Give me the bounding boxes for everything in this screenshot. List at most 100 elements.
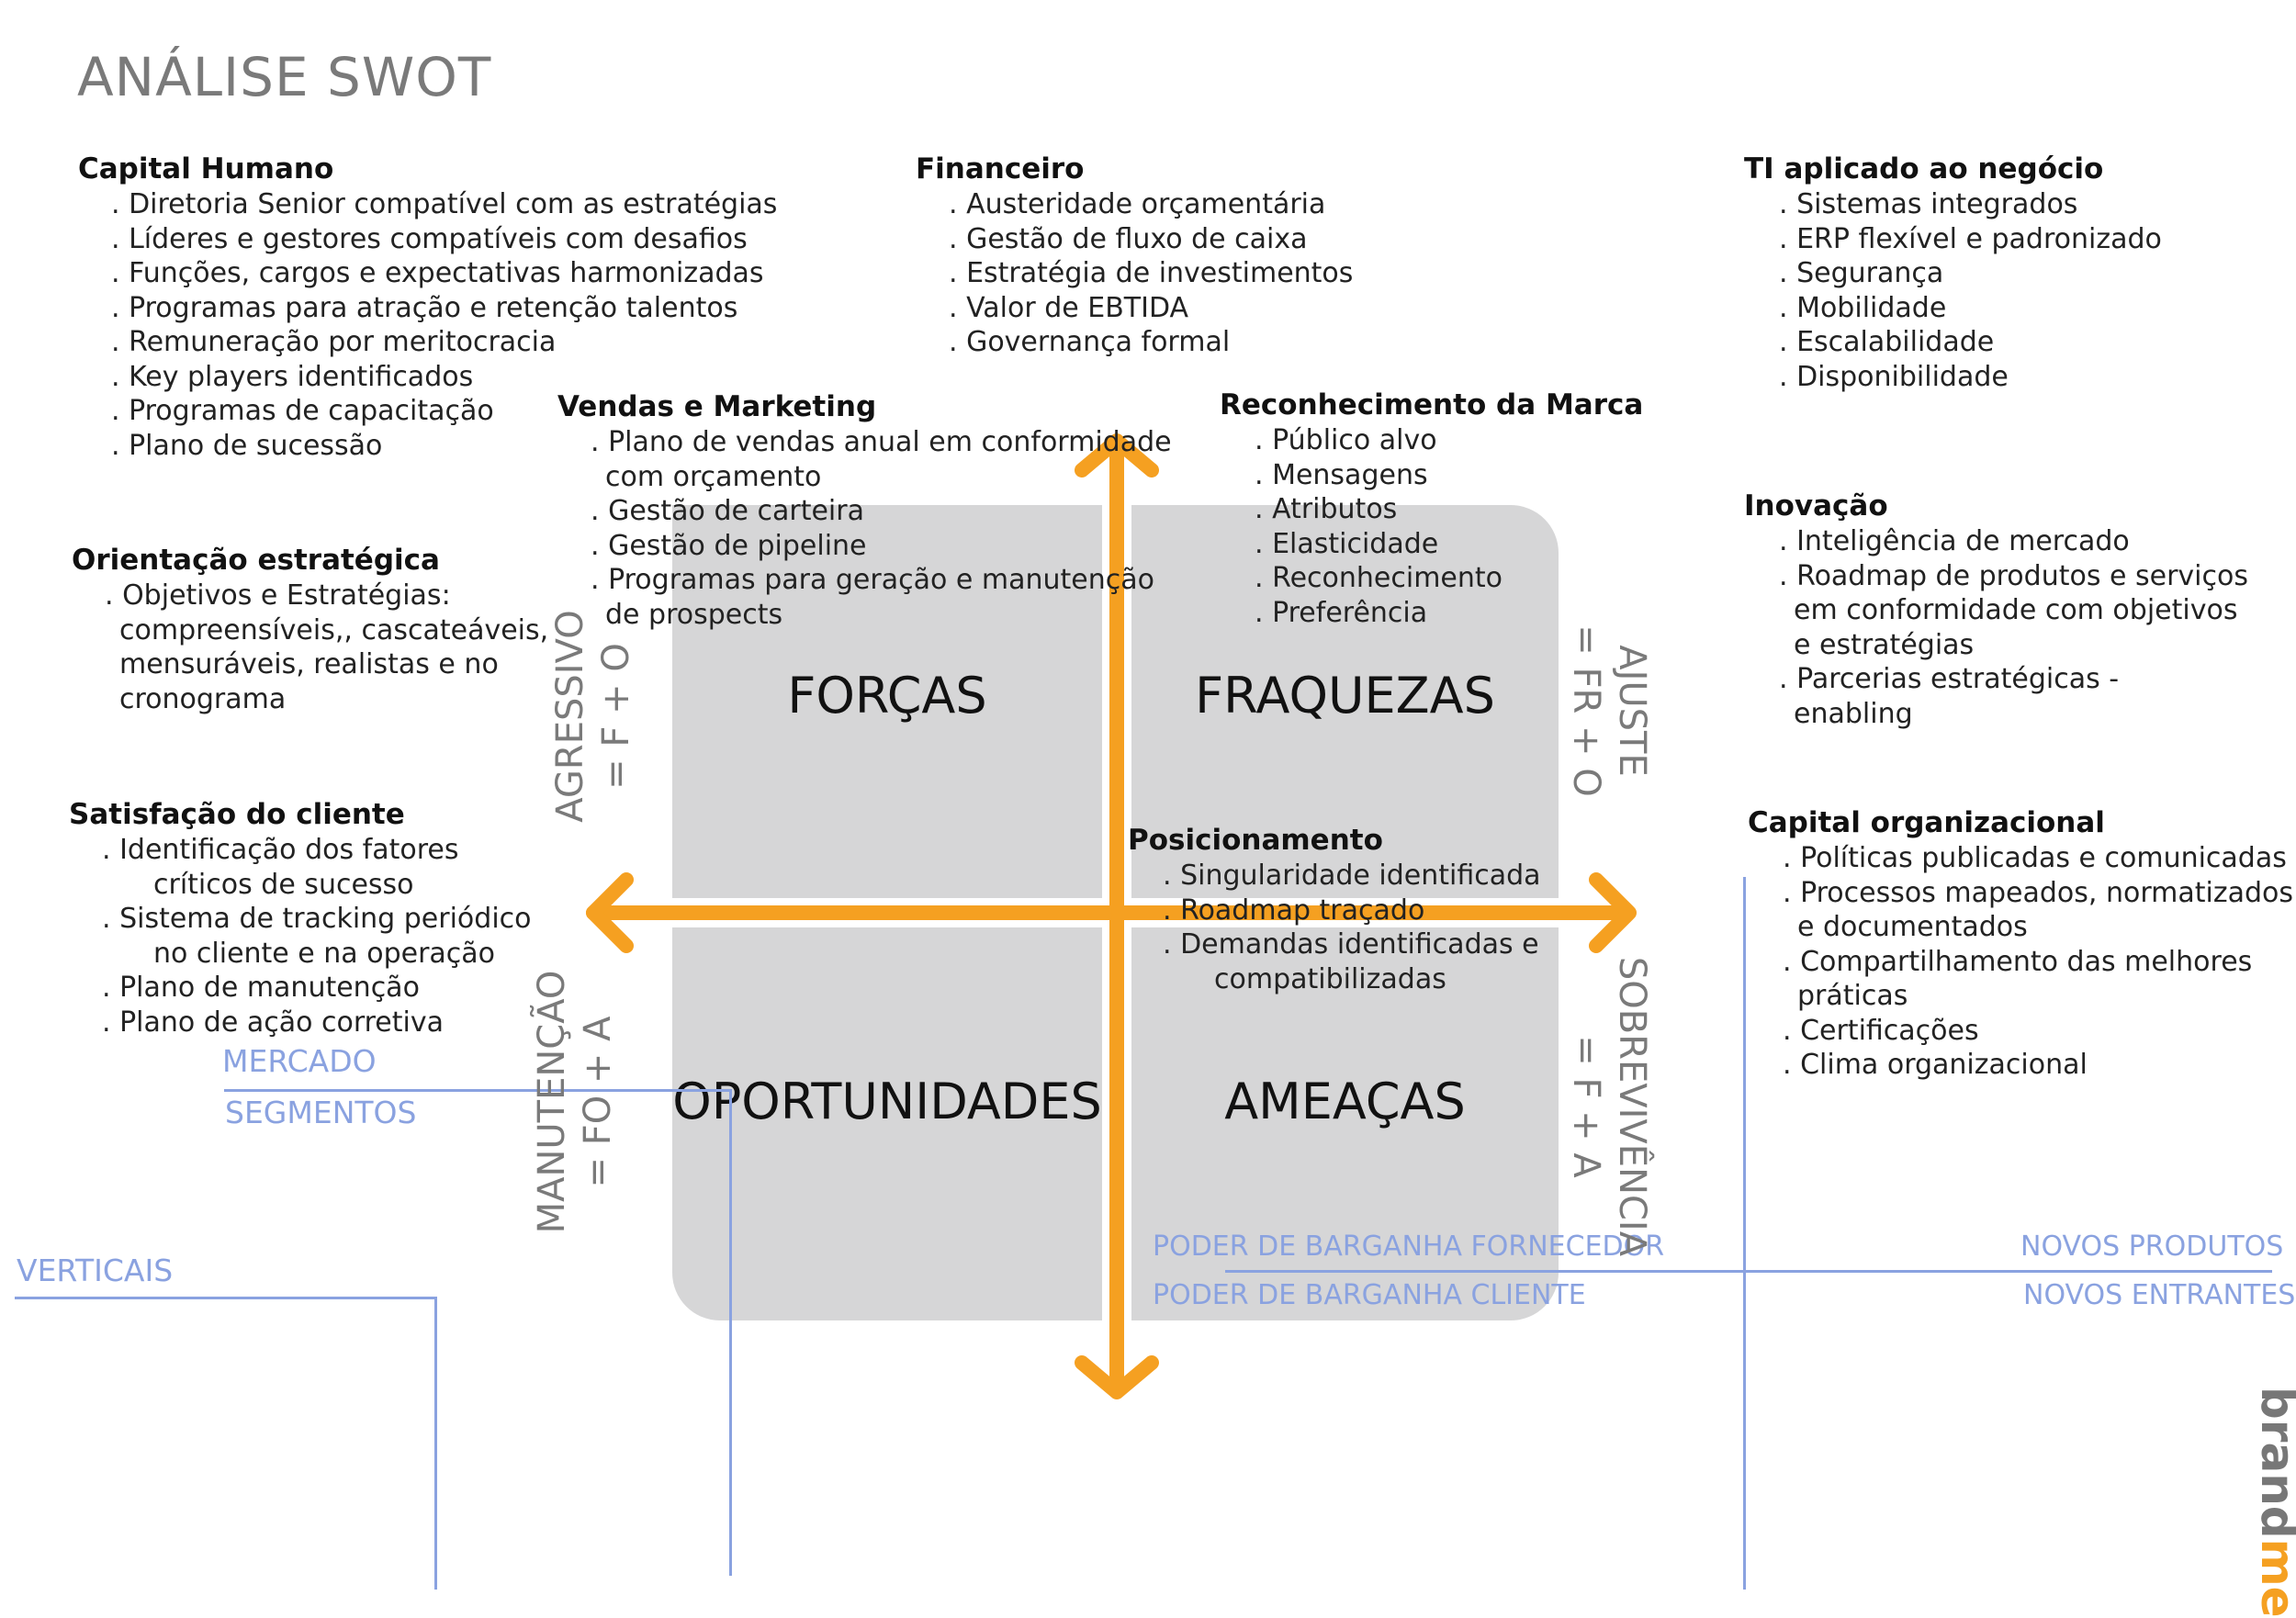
list-item: . Programas para atração e retenção tale… (111, 291, 738, 324)
arrow-down-head-icon (1075, 1355, 1159, 1399)
list-item: . Plano de vendas anual em conformidade (591, 426, 1172, 458)
list-item: de prospects (605, 598, 783, 631)
list-item: e documentados (1797, 911, 2028, 943)
list-item: . Valor de EBTIDA (949, 291, 1189, 324)
list-item: . Disponibilidade (1779, 360, 2009, 393)
arrow-up-head-icon (1075, 433, 1159, 478)
arrow-right-head-icon (1589, 872, 1637, 953)
mercado-line-horizontal (224, 1089, 731, 1092)
mercado-label: MERCADO (222, 1043, 377, 1079)
block-satisfacao-heading: Satisfação do cliente (69, 798, 405, 831)
capital-org-line-vertical (1743, 877, 1746, 1590)
block-vendas: Vendas e Marketing . Plano de vendas anu… (557, 388, 1172, 632)
list-item: . Preferência (1255, 596, 1428, 629)
block-ti: TI aplicado ao negócio . Sistemas integr… (1744, 151, 2162, 394)
block-capital-org-heading: Capital organizacional (1748, 806, 2105, 839)
block-marca-heading: Reconhecimento da Marca (1220, 388, 1644, 421)
cliente-label: PODER DE BARGANHA CLIENTE (1153, 1279, 1586, 1311)
list-item: . Certificações (1783, 1014, 1979, 1047)
novos-produtos-label: NOVOS PRODUTOS (2020, 1230, 2284, 1263)
quadrant-oportunidades-label: OPORTUNIDADES (672, 1073, 1102, 1130)
fornecedor-label: PODER DE BARGANHA FORNECEDOR (1153, 1230, 1665, 1263)
list-item: . Funções, cargos e expectativas harmoni… (111, 257, 764, 289)
list-item: . Gestão de pipeline (591, 529, 867, 562)
mercado-line-vertical (729, 1089, 732, 1576)
list-item: . Parcerias estratégicas - (1779, 663, 2120, 695)
block-inovacao-heading: Inovação (1744, 489, 1888, 522)
list-item: compreensíveis,, cascateáveis, (119, 613, 549, 646)
list-item: com orçamento (605, 460, 822, 493)
list-item: . Inteligência de mercado (1779, 525, 2130, 557)
list-item: mensuráveis, realistas e no (119, 648, 499, 680)
list-item: . Plano de ação corretiva (102, 1006, 444, 1039)
list-item: . Processos mapeados, normatizados (1783, 876, 2294, 909)
list-item: . Identificação dos fatores (102, 834, 459, 866)
list-item: . Elasticidade (1255, 527, 1439, 560)
block-ti-heading: TI aplicado ao negócio (1744, 152, 2104, 185)
block-posicionamento-heading: Posicionamento (1128, 824, 1383, 857)
list-item: no cliente e na operação (153, 937, 496, 970)
block-posicionamento: Posicionamento . Singularidade identific… (1128, 822, 1541, 996)
list-item: . Políticas publicadas e comunicadas (1783, 842, 2287, 874)
list-item: . Plano de manutenção (102, 972, 420, 1004)
block-capital-org: Capital organizacional . Políticas publi… (1748, 804, 2293, 1083)
block-financeiro: Financeiro . Austeridade orçamentária . … (916, 151, 1353, 360)
segmentos-label: SEGMENTOS (225, 1095, 417, 1130)
quadrant-fraquezas-label: FRAQUEZAS (1195, 667, 1495, 725)
list-item: . Remuneração por meritocracia (111, 326, 557, 358)
list-item: . Mobilidade (1779, 291, 1947, 324)
list-item: compatibilizadas (1214, 962, 1446, 995)
block-marca: Reconhecimento da Marca . Público alvo .… (1220, 387, 1643, 630)
block-inovacao: Inovação . Inteligência de mercado . Roa… (1744, 488, 2248, 731)
list-item: . Sistema de tracking periódico (102, 903, 532, 935)
list-item: . Estratégia de investimentos (949, 257, 1354, 289)
quadrant-forcas-box (672, 505, 1102, 898)
list-item: . Demandas identificadas e (1163, 928, 1539, 961)
list-item: . Diretoria Senior compatível com as est… (111, 188, 778, 220)
list-item: . Compartilhamento das melhores (1783, 945, 2253, 978)
block-satisfacao: Satisfação do cliente . Identificação do… (69, 796, 532, 1039)
quadrant-forcas-label: FORÇAS (787, 667, 987, 725)
list-item: críticos de sucesso (153, 868, 414, 901)
list-item: . Objetivos e Estratégias: (105, 579, 451, 612)
verticais-label: VERTICAIS (17, 1253, 174, 1288)
list-item: . Segurança (1779, 257, 1944, 289)
list-item: . Roadmap traçado (1163, 893, 1425, 927)
list-item: . Programas de capacitação (111, 395, 494, 427)
block-orientacao-heading: Orientação estratégica (72, 544, 440, 577)
block-orientacao: Orientação estratégica . Objetivos e Est… (72, 542, 548, 716)
list-item: . Key players identificados (111, 360, 474, 393)
block-financeiro-heading: Financeiro (916, 152, 1085, 185)
list-item: . Programas para geração e manutenção (591, 564, 1154, 596)
quadrant-oportunidades-box (672, 927, 1102, 1320)
list-item: . ERP flexível e padronizado (1779, 222, 2162, 255)
list-item: . Público alvo (1255, 424, 1437, 456)
list-item: . Líderes e gestores compatíveis com des… (111, 222, 748, 255)
block-capital-humano-heading: Capital Humano (78, 152, 334, 185)
novos-entrantes-label: NOVOS ENTRANTES (2023, 1279, 2296, 1311)
list-item: . Plano de sucessão (111, 429, 383, 462)
quadrant-fraquezas-box (1131, 505, 1559, 898)
list-item: enabling (1794, 697, 1913, 730)
verticais-line-vertical (434, 1297, 437, 1590)
page-title: ANÁLISE SWOT (77, 46, 492, 108)
quadrant-ameacas-box (1131, 927, 1559, 1320)
verticais-line-horizontal (15, 1297, 437, 1299)
list-item: . Atributos (1255, 493, 1398, 525)
list-item: . Roadmap de produtos e serviços (1779, 559, 2248, 592)
list-item: práticas (1797, 980, 1908, 1012)
list-item: em conformidade com objetivos (1794, 594, 2238, 626)
list-item: e estratégias (1794, 628, 1975, 661)
arrow-left-head-icon (586, 872, 634, 953)
list-item: . Governança formal (949, 326, 1231, 358)
list-item: . Gestão de fluxo de caixa (949, 222, 1308, 255)
list-item: . Singularidade identificada (1163, 860, 1541, 892)
list-item: . Escalabilidade (1779, 326, 1995, 358)
fornecedor-line-horizontal (1225, 1270, 2272, 1273)
list-item: . Gestão de carteira (591, 495, 864, 527)
list-item: . Clima organizacional (1783, 1049, 2088, 1081)
list-item: . Reconhecimento (1255, 562, 1503, 594)
list-item: . Sistemas integrados (1779, 188, 2078, 220)
list-item: cronograma (119, 682, 287, 715)
